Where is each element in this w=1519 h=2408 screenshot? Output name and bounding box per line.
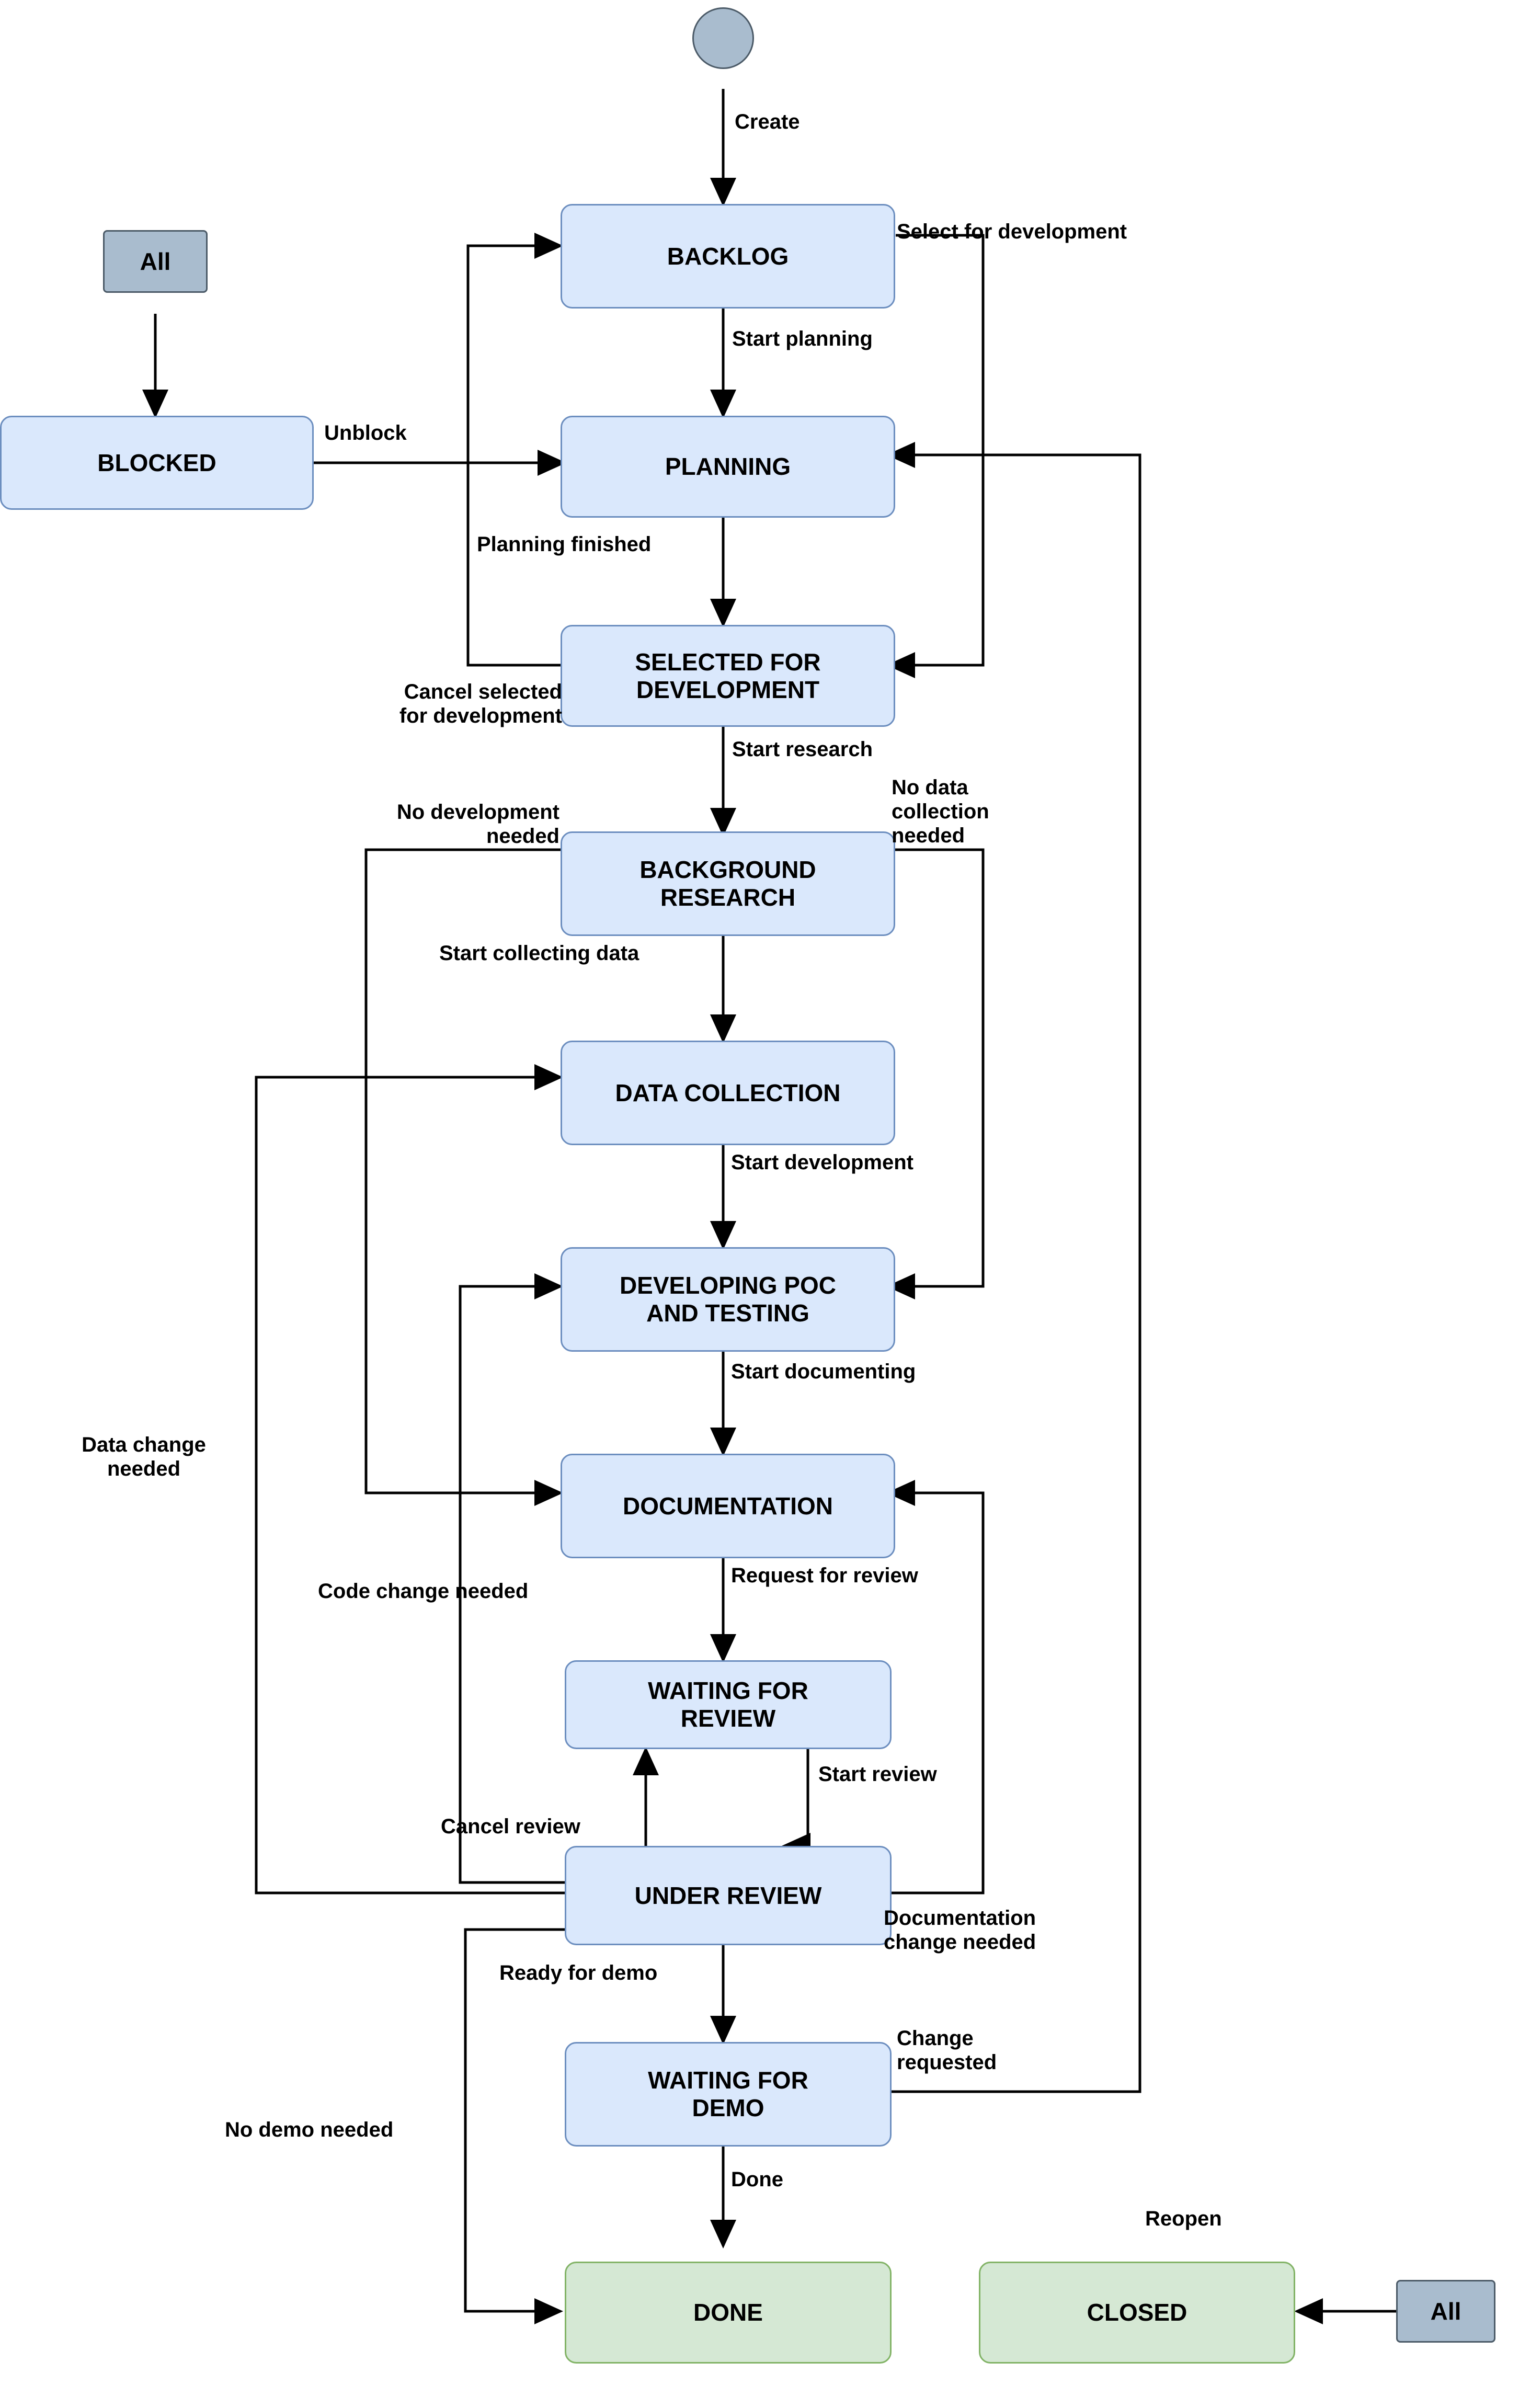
edge-label-start-research: Start research [732, 738, 873, 761]
node-planning[interactable]: PLANNING [561, 416, 895, 518]
node-waiting-for-demo[interactable]: WAITING FOR DEMO [565, 2042, 892, 2147]
node-documentation[interactable]: DOCUMENTATION [561, 1454, 895, 1558]
edge-label-no-data-collection-needed: No data collection needed [892, 776, 989, 847]
node-blocked[interactable]: BLOCKED [0, 416, 314, 510]
node-closed[interactable]: CLOSED [979, 2262, 1295, 2364]
edge-label-unblock: Unblock [324, 421, 407, 444]
edge-label-change-requested: Change requested [897, 2027, 997, 2074]
node-under-review[interactable]: UNDER REVIEW [565, 1846, 892, 1945]
edge-label-data-change-needed: Data change needed [82, 1433, 206, 1480]
node-selected-for-development[interactable]: SELECTED FOR DEVELOPMENT [561, 625, 895, 727]
edge-label-start-development: Start development [731, 1151, 913, 1174]
edge-label-code-change-needed: Code change needed [318, 1580, 529, 1603]
node-data-collection[interactable]: DATA COLLECTION [561, 1041, 895, 1145]
edge-label-documentation-change-needed: Documentation change needed [884, 1907, 1036, 1954]
node-developing-poc-and-testing[interactable]: DEVELOPING POC AND TESTING [561, 1247, 895, 1352]
edge-label-create: Create [735, 110, 800, 133]
node-done[interactable]: DONE [565, 2262, 892, 2364]
node-backlog[interactable]: BACKLOG [561, 204, 895, 309]
edge-label-start-review: Start review [818, 1763, 937, 1786]
edge-label-no-demo-needed: No demo needed [225, 2118, 394, 2141]
edge-label-start-collecting-data: Start collecting data [439, 942, 639, 965]
edge-label-cancel-review: Cancel review [441, 1815, 580, 1838]
edge-label-planning-finished: Planning finished [477, 533, 652, 556]
start-node [692, 7, 754, 69]
edge-label-request-for-review: Request for review [731, 1564, 918, 1587]
edge-label-reopen: Reopen [1145, 2207, 1222, 2230]
edge-label-ready-for-demo: Ready for demo [499, 1961, 658, 1984]
edge-label-select-for-development: Select for development [897, 220, 1127, 243]
edge-label-done: Done [731, 2168, 783, 2191]
node-all-top[interactable]: All [103, 230, 208, 293]
node-all-bottom[interactable]: All [1396, 2280, 1495, 2343]
edge-label-cancel-selected-for-development: Cancel selected for development [399, 680, 562, 727]
edge-label-start-documenting: Start documenting [731, 1360, 916, 1383]
node-waiting-for-review[interactable]: WAITING FOR REVIEW [565, 1660, 892, 1749]
edge-label-start-planning: Start planning [732, 327, 873, 350]
node-background-research[interactable]: BACKGROUND RESEARCH [561, 831, 895, 936]
edge-label-no-development-needed: No development needed [396, 801, 559, 848]
